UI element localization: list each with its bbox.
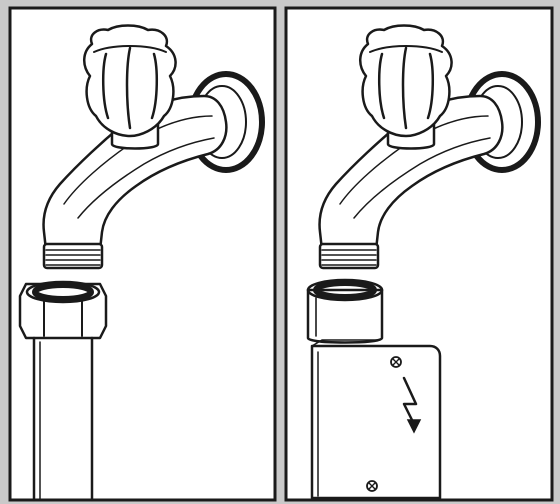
hose-nut-icon — [20, 282, 106, 338]
hose-nut-icon — [308, 280, 382, 343]
panel-left — [10, 8, 275, 500]
safety-valve-box-icon — [312, 340, 440, 498]
panel-right — [286, 8, 552, 500]
